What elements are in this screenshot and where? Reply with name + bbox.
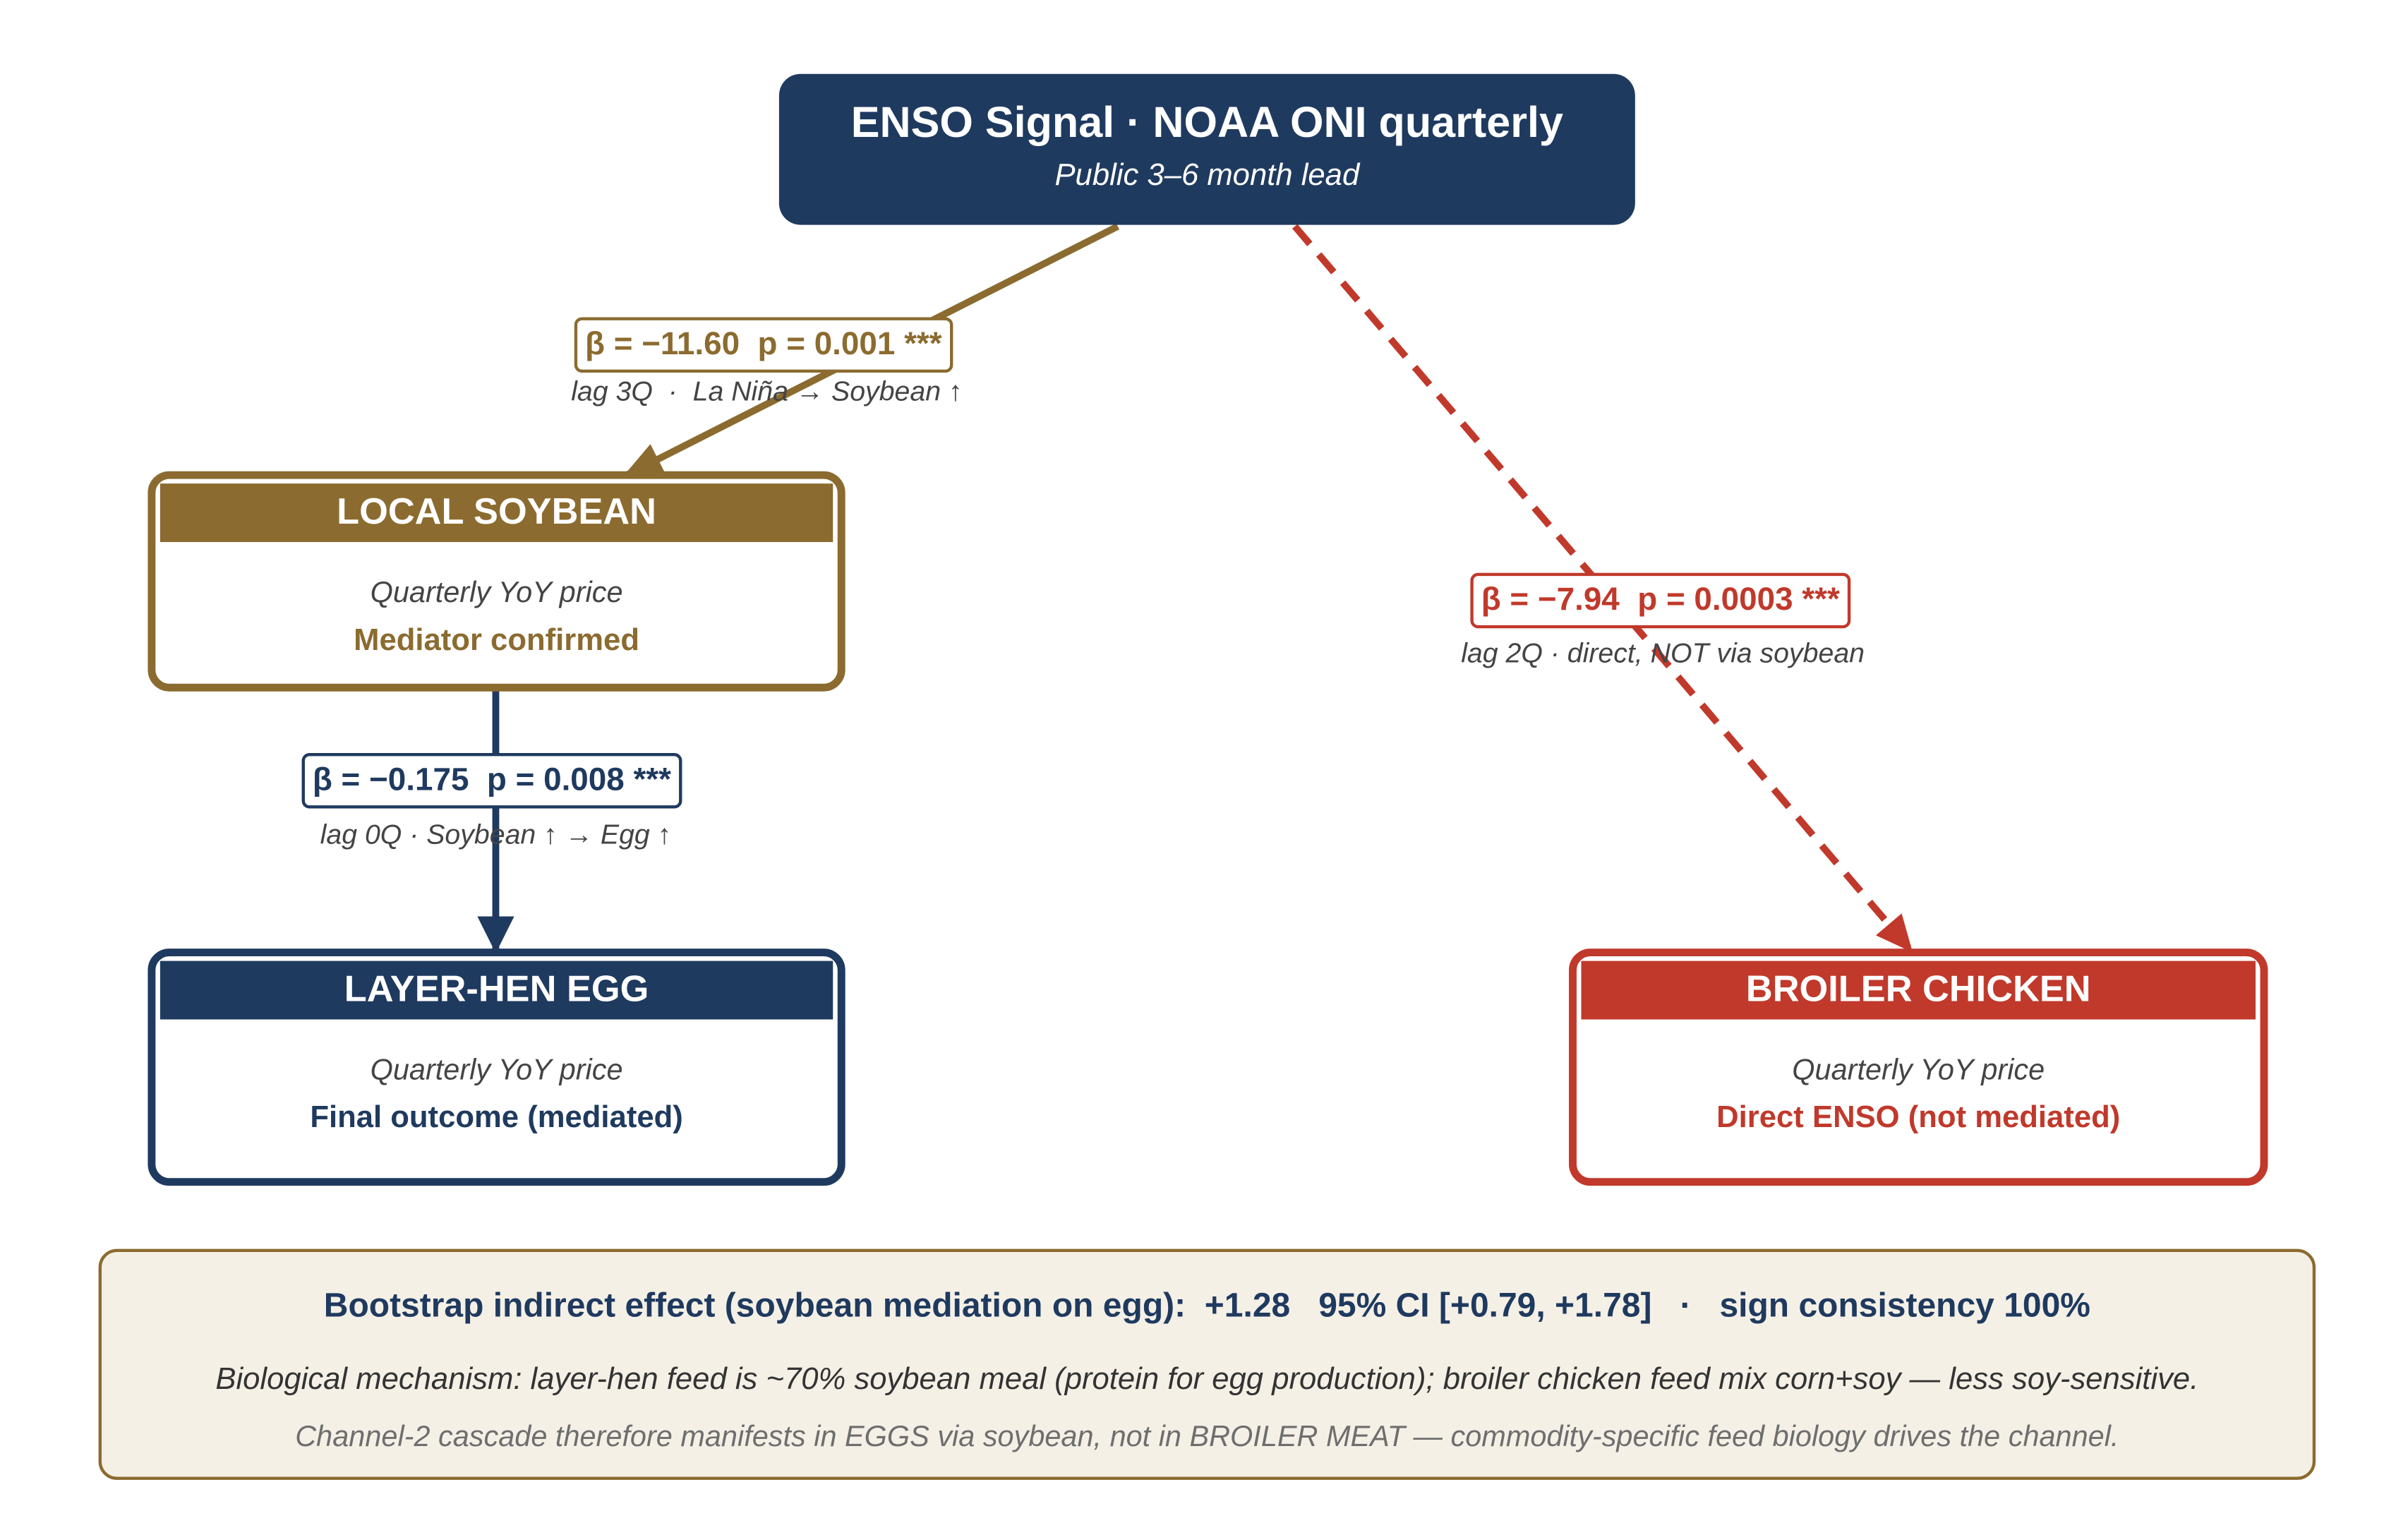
enso-signal-node: ENSO Signal · NOAA ONI quarterly Public … bbox=[778, 73, 1635, 225]
summary-bootstrap-effect: Bootstrap indirect effect (soybean media… bbox=[323, 1285, 2090, 1325]
egg-node-subtitle: Quarterly YoY price bbox=[370, 1054, 623, 1088]
soybean-node: LOCAL SOYBEAN Quarterly YoY price Mediat… bbox=[148, 471, 845, 692]
soybean-node-title: LOCAL SOYBEAN bbox=[159, 483, 833, 543]
egg-node: LAYER-HEN EGG Quarterly YoY price Final … bbox=[148, 949, 845, 1186]
edge-note-enso-broiler: lag 2Q · direct, NOT via soybean bbox=[1461, 637, 1865, 668]
summary-mechanism: Biological mechanism: layer-hen feed is … bbox=[215, 1363, 2199, 1397]
edge-note-enso-soybean: lag 3Q · La Niña → Soybean ↑ bbox=[571, 375, 963, 407]
enso-subtitle: Public 3–6 month lead bbox=[1054, 158, 1360, 193]
summary-panel: Bootstrap indirect effect (soybean media… bbox=[98, 1248, 2316, 1480]
enso-title: ENSO Signal · NOAA ONI quarterly bbox=[850, 98, 1563, 147]
summary-note: Channel-2 cascade therefore manifests in… bbox=[295, 1421, 2119, 1454]
edge-stat-enso-soybean: β = −11.60 p = 0.001 *** bbox=[574, 317, 953, 373]
soybean-node-subtitle: Quarterly YoY price bbox=[370, 577, 623, 610]
edge-note-soybean-egg: lag 0Q · Soybean ↑ → Egg ↑ bbox=[320, 819, 672, 850]
broiler-node-role: Direct ENSO (not mediated) bbox=[1716, 1101, 2121, 1136]
edge-stat-soybean-egg: β = −0.175 p = 0.008 *** bbox=[301, 752, 682, 809]
broiler-node-subtitle: Quarterly YoY price bbox=[1792, 1054, 2045, 1088]
soybean-node-role: Mediator confirmed bbox=[354, 623, 639, 658]
egg-node-role: Final outcome (mediated) bbox=[310, 1101, 683, 1136]
egg-node-title: LAYER-HEN EGG bbox=[159, 961, 833, 1020]
broiler-node: BROILER CHICKEN Quarterly YoY price Dire… bbox=[1569, 949, 2268, 1186]
broiler-node-title: BROILER CHICKEN bbox=[1581, 961, 2256, 1020]
arrow-enso-to-broiler bbox=[1292, 224, 1914, 953]
edge-stat-enso-broiler: β = −7.94 p = 0.0003 *** bbox=[1470, 572, 1851, 629]
